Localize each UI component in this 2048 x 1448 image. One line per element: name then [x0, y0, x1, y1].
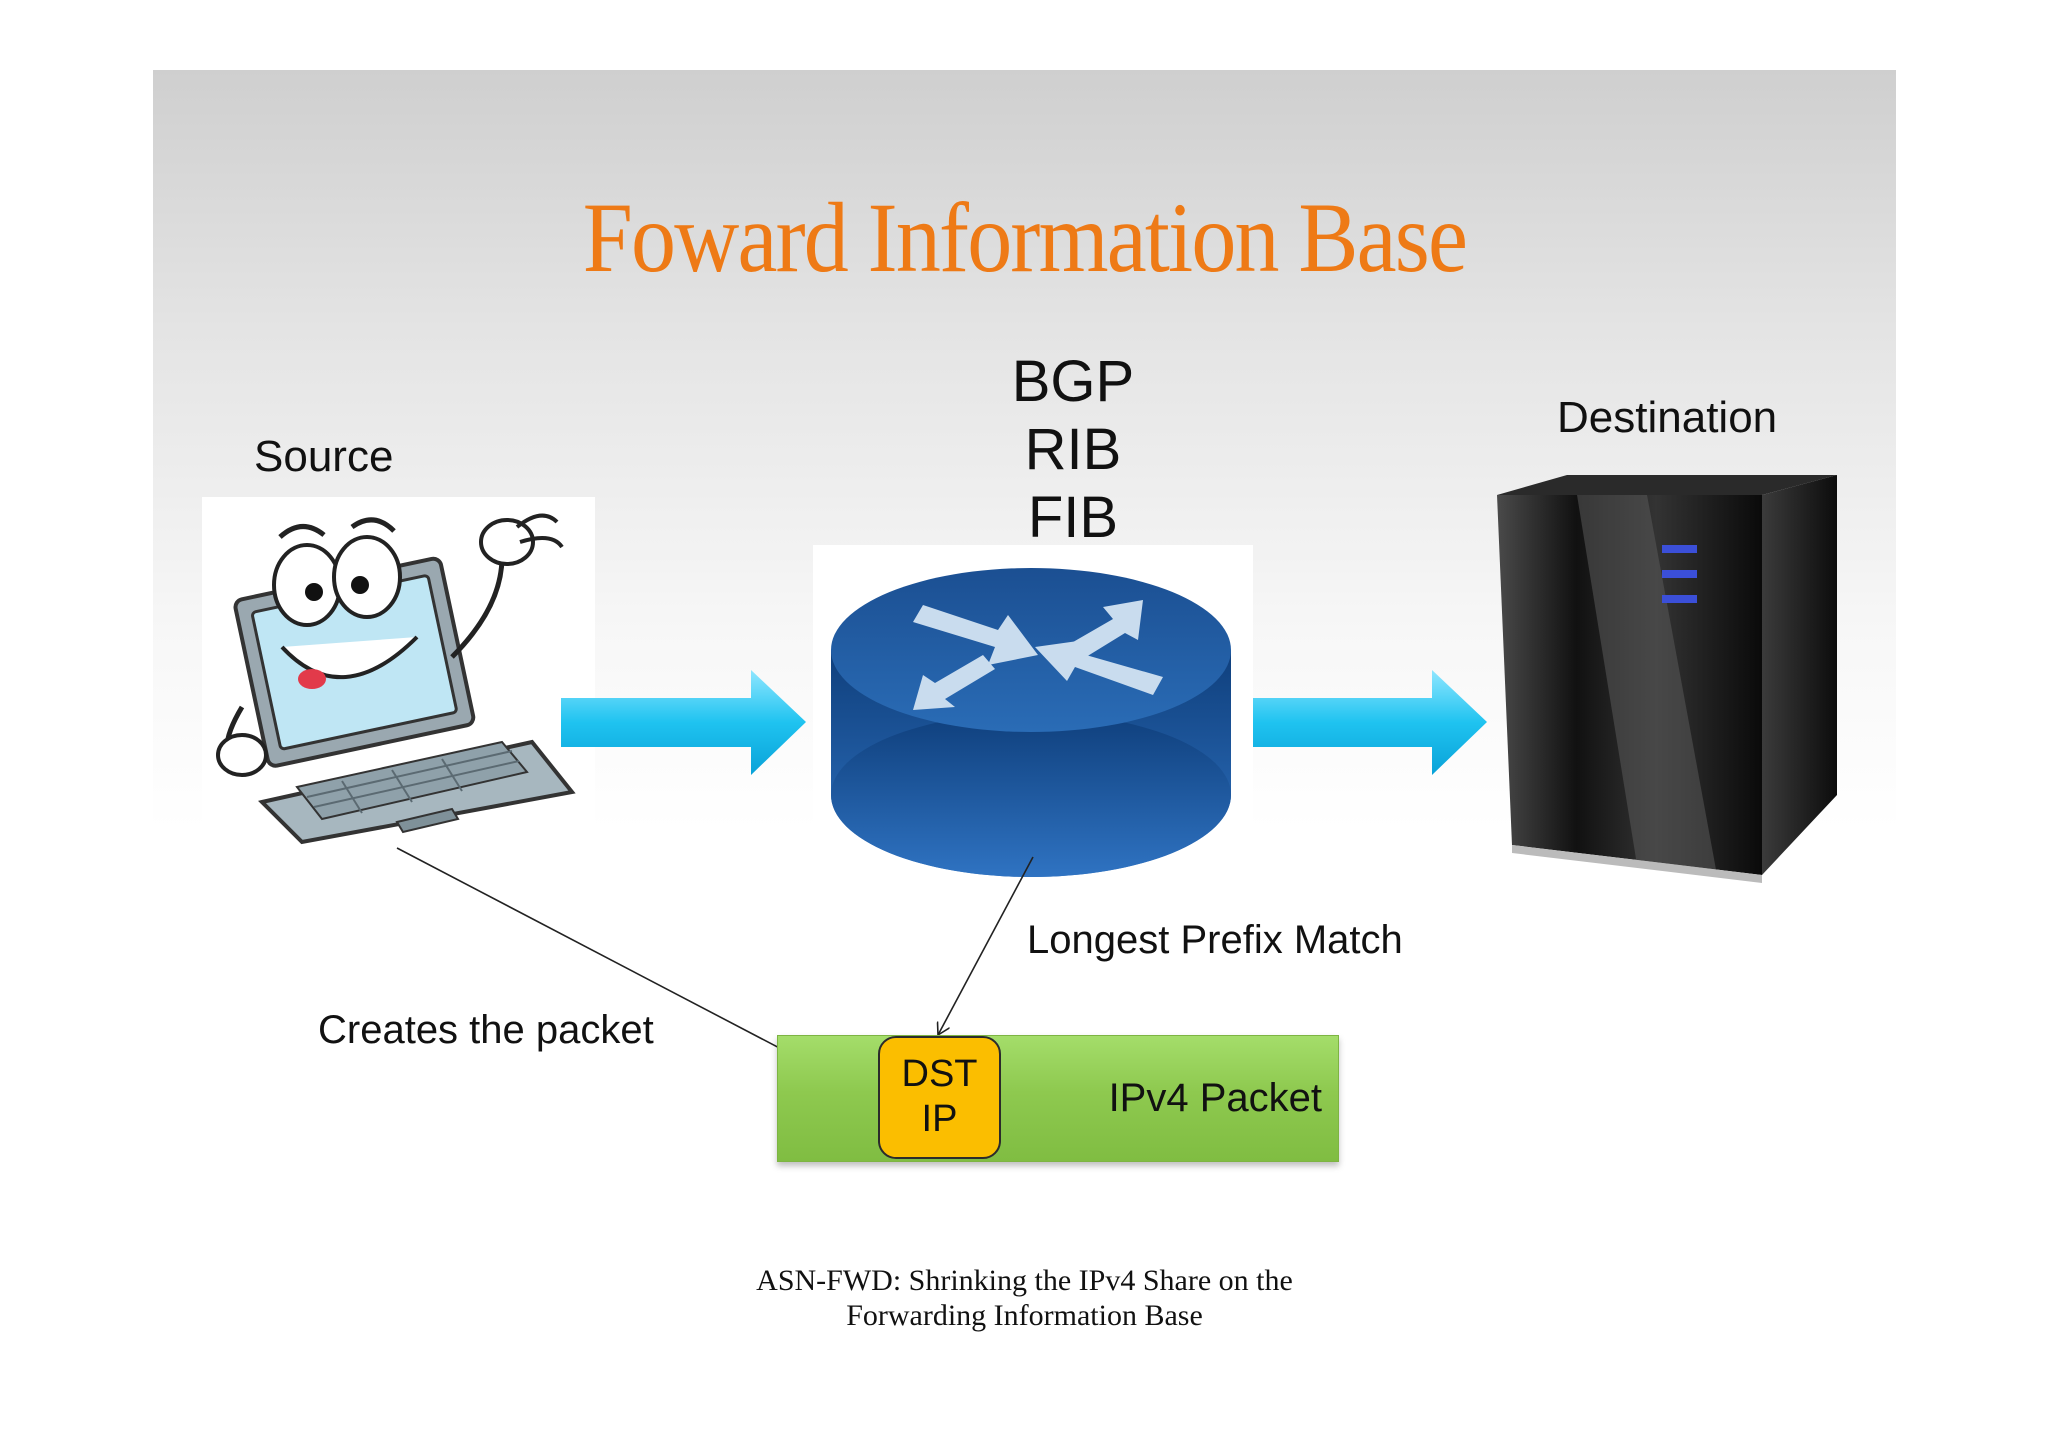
footer-line1: ASN-FWD: Shrinking the IPv4 Share on the — [756, 1264, 1293, 1297]
packet-label: IPv4 Packet — [1108, 1076, 1322, 1120]
footer-line2: Forwarding Information Base — [846, 1299, 1203, 1332]
source-label: Source — [254, 432, 394, 481]
stack-rib: RIB — [1024, 417, 1122, 482]
laptop-icon — [202, 497, 595, 851]
server-icon — [1497, 475, 1837, 883]
dst-ip-line1: DST — [901, 1053, 978, 1095]
stack-bgp: BGP — [1011, 349, 1135, 414]
router-icon — [813, 545, 1253, 929]
arrow-right-icon — [1247, 670, 1487, 775]
slide: Foward Information Base Source Destinati… — [153, 70, 1896, 1332]
dst-ip-line2: IP — [921, 1098, 958, 1140]
arrow-right-icon — [561, 670, 806, 775]
stack-fib: FIB — [1027, 485, 1119, 550]
ipv4-packet: DST IP IPv4 Packet — [777, 1035, 1339, 1162]
dst-ip-field: DST IP — [878, 1036, 1001, 1159]
slide-footer: ASN-FWD: Shrinking the IPv4 Share on the… — [153, 1263, 1896, 1333]
router-protocol-stack: BGP RIB FIB — [893, 348, 1253, 552]
longest-prefix-match-label: Longest Prefix Match — [1027, 918, 1403, 962]
slide-title: Foward Information Base — [582, 182, 1468, 293]
destination-label: Destination — [1557, 393, 1778, 442]
creates-packet-label: Creates the packet — [318, 1008, 654, 1052]
